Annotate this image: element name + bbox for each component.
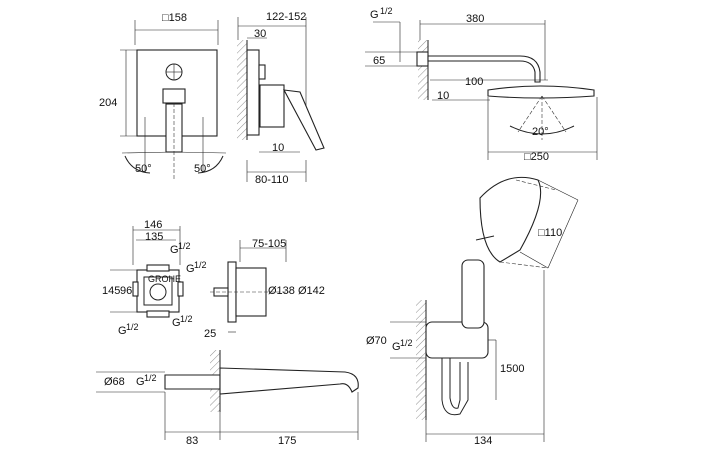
box-d2-label: Ø142: [298, 285, 325, 297]
arm-thread-label: G: [370, 9, 379, 21]
box-side-view: 75-105 Ø138 Ø142 25: [204, 238, 325, 340]
box-br-thread-frac: 1/2: [180, 314, 193, 324]
mixer-width-label: □158: [162, 12, 187, 24]
box-h1-label: 145: [102, 285, 120, 297]
box-top-thread-frac: 1/2: [178, 241, 191, 251]
spout-thread-label: G: [136, 376, 145, 388]
box-outer-label: 146: [144, 219, 162, 231]
head-size-label: □250: [524, 151, 549, 163]
box-depth-label: 75-105: [252, 238, 286, 250]
arm-length-label: 380: [466, 13, 484, 25]
box-br-thread: G: [172, 317, 181, 329]
spout-dia-label: Ø68: [104, 376, 125, 388]
box-h2-label: 96: [120, 285, 132, 297]
spout-length-label: 175: [278, 435, 296, 447]
box-bl-thread: G: [118, 325, 127, 337]
box-right-thread: G: [186, 263, 195, 275]
elbow-thread-frac: 1/2: [400, 338, 413, 348]
box-top-thread: G: [170, 244, 179, 256]
box-inner-label: 135: [145, 231, 163, 243]
arm-wall-height-label: 65: [373, 55, 385, 67]
spout-view: Ø68 G 1/2 83 175: [96, 350, 359, 447]
hand-shower-view: □110 Ø70 G 1/2 1500 134: [366, 176, 579, 447]
box-right-thread-frac: 1/2: [194, 260, 207, 270]
box-bottom-label: 25: [204, 328, 216, 340]
box-front-view: 146 135 G 1/2 GROHE G 1/2 145 96 G 1/2 G…: [102, 219, 207, 337]
elbow-thread-label: G: [392, 341, 401, 353]
spout-thread-frac: 1/2: [144, 373, 157, 383]
box-d1-label: Ø138: [268, 285, 295, 297]
head-tilt-label: 20°: [532, 126, 549, 138]
mixer-wall-offset-label: 30: [254, 28, 266, 40]
mixer-depth-label: 122-152: [266, 11, 306, 23]
svg-text:GROHE: GROHE: [148, 274, 181, 284]
mixer-height-label: 204: [99, 97, 117, 109]
hand-depth-label: 134: [474, 435, 492, 447]
elbow-dia-label: Ø70: [366, 335, 387, 347]
spout-wall-label: 83: [186, 435, 198, 447]
mixer-front-view: □158 204 50° 50°: [99, 12, 227, 180]
arm-head-drop-label: 100: [465, 76, 483, 88]
mixer-handle-label: 10: [272, 142, 284, 154]
arm-thread-frac: 1/2: [380, 6, 393, 16]
angle-right-label: 50°: [194, 163, 211, 175]
mixer-total-label: 80-110: [255, 174, 288, 186]
mixer-side-view: 122-152 30 10 80-110: [237, 11, 325, 186]
angle-left-label: 50°: [135, 163, 152, 175]
hose-length-label: 1500: [500, 363, 524, 375]
hand-head-label: □110: [538, 227, 562, 239]
shower-arm-view: G 1/2 380 65 100 10 20° □250: [365, 6, 598, 163]
box-bl-thread-frac: 1/2: [126, 322, 139, 332]
arm-wall-gap-label: 10: [437, 90, 449, 102]
